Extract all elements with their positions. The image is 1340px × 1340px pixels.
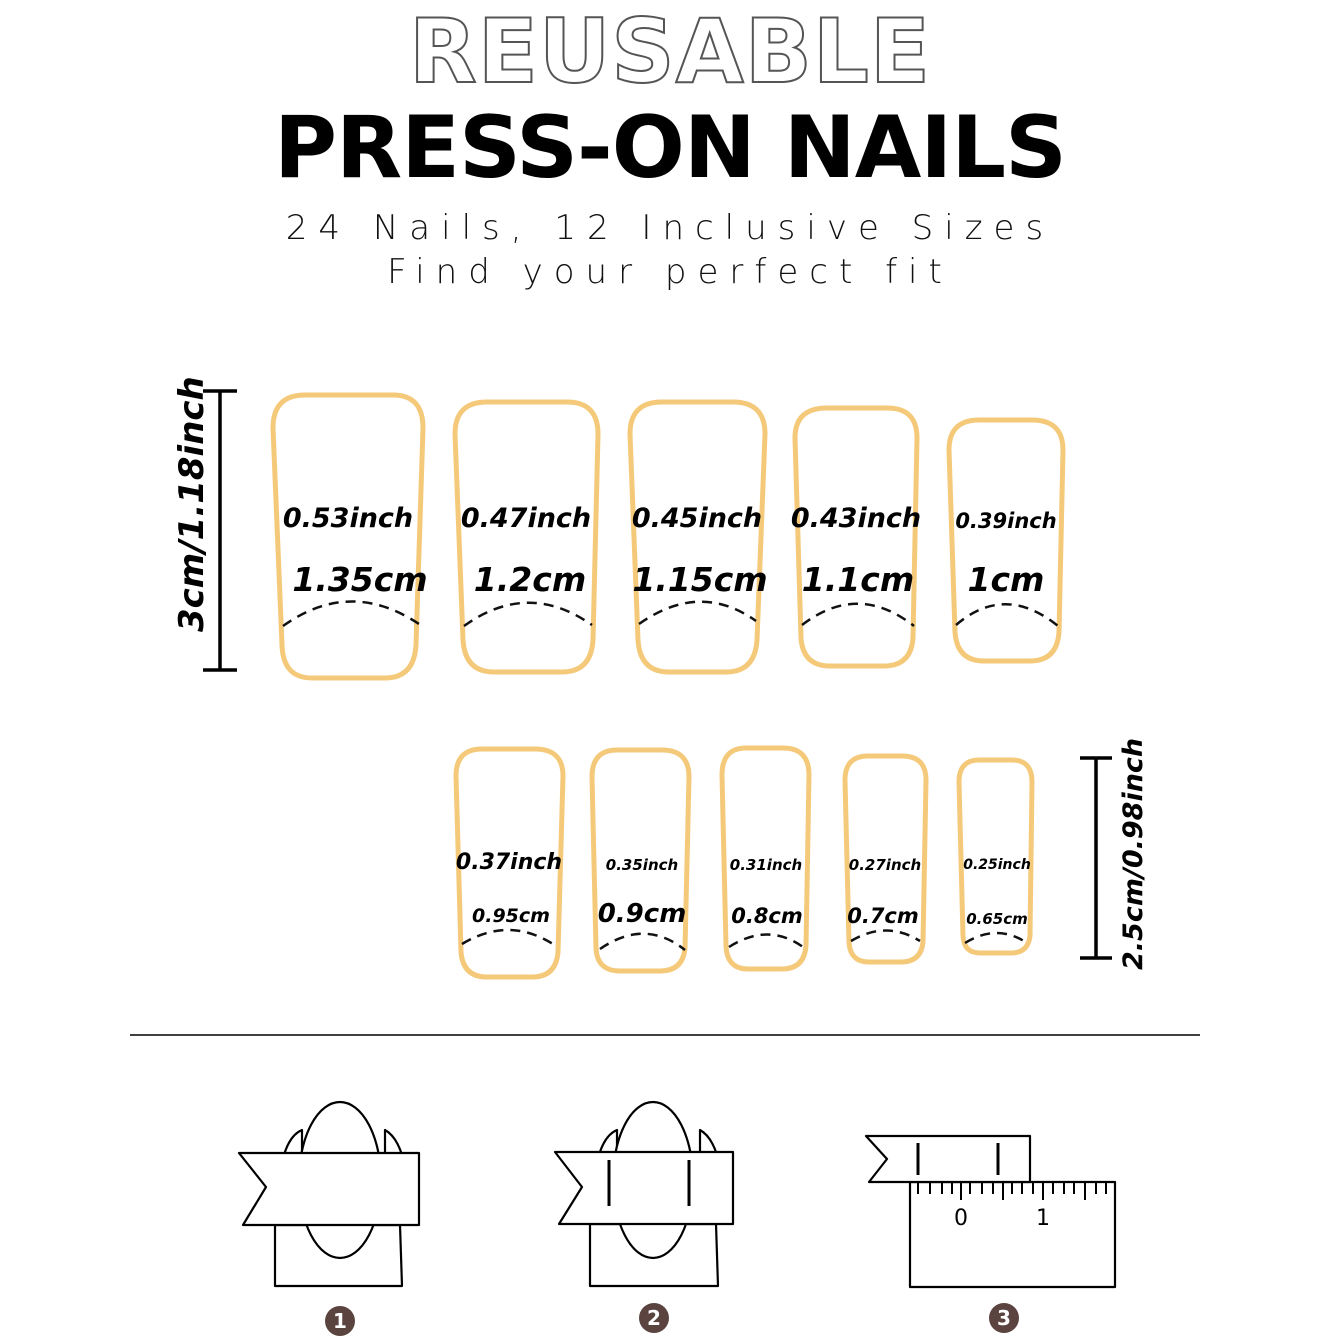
nail-outline-6 <box>453 746 566 980</box>
nail-width-inch: 0.35inch <box>605 856 679 874</box>
nail-width-cm: 1.2cm <box>473 560 587 599</box>
cuticle-arc-5 <box>955 603 1059 627</box>
nail-width-inch: 0.25inch <box>963 857 1031 873</box>
reusable-outline-title: REUSABLE <box>408 0 932 103</box>
large-nail-length-label: 3cm/1.18inch <box>172 376 212 632</box>
ruler-label-1: 1 <box>1036 1206 1050 1231</box>
nail-width-inch: 0.27inch <box>848 856 922 874</box>
nail-outline-8 <box>719 745 812 972</box>
cuticle-arc-3 <box>638 600 757 626</box>
ruler-label-0: 0 <box>954 1206 968 1231</box>
nail-width-cm: 0.8cm <box>731 904 803 928</box>
tape-marked-fingernail-icon <box>553 1100 735 1288</box>
cuticle-arc-8 <box>728 933 804 949</box>
nail-outline-4 <box>792 405 920 669</box>
subtitle-fit: Find your perfect fit <box>387 252 953 292</box>
nail-outline-7 <box>589 747 692 974</box>
nail-width-cm: 0.65cm <box>966 910 1028 928</box>
nail-width-inch: 0.31inch <box>729 856 803 874</box>
nail-width-inch: 0.47inch <box>460 503 592 534</box>
nail-width-cm: 1.15cm <box>632 560 768 599</box>
step-1-badge: 1 <box>325 1306 355 1336</box>
nail-width-inch: 0.43inch <box>790 503 922 534</box>
nail-width-inch: 0.37inch <box>455 850 563 875</box>
nail-outline-3 <box>627 399 768 675</box>
step-2-badge: 2 <box>639 1303 669 1333</box>
nail-outline-1 <box>270 392 426 681</box>
nail-width-inch: 0.45inch <box>631 503 763 534</box>
cuticle-arc-2 <box>463 601 593 628</box>
press-on-nails-title: PRESS-ON NAILS <box>274 98 1067 198</box>
nail-width-cm: 0.7cm <box>847 904 919 928</box>
tape-on-ruler-icon <box>864 1134 1117 1289</box>
cuticle-arc-4 <box>801 602 915 627</box>
cuticle-arc-10 <box>964 931 1028 945</box>
nail-width-cm: 0.95cm <box>472 905 550 927</box>
nail-width-cm: 1cm <box>967 560 1045 599</box>
nail-width-cm: 1.1cm <box>801 560 915 599</box>
nail-outline-2 <box>452 399 601 675</box>
tape-wrapped-fingernail-icon <box>237 1100 421 1288</box>
nail-outline-10 <box>956 757 1035 956</box>
nail-width-cm: 1.35cm <box>292 560 428 599</box>
small-nail-length-label: 2.5cm/0.98inch <box>1118 737 1149 970</box>
cuticle-arc-6 <box>461 928 557 948</box>
cuticle-arc-1 <box>282 600 420 628</box>
nail-width-inch: 0.39inch <box>955 509 1057 533</box>
nail-outline-9 <box>842 753 929 965</box>
nail-width-cm: 0.9cm <box>597 899 687 929</box>
cuticle-arc-9 <box>850 929 921 943</box>
cuticle-arc-7 <box>599 932 686 951</box>
subtitle-sizes: 24 Nails, 12 Inclusive Sizes <box>285 208 1055 248</box>
step-3-badge: 3 <box>989 1303 1019 1333</box>
nail-outline-5 <box>946 417 1066 664</box>
nail-width-inch: 0.53inch <box>282 503 414 534</box>
